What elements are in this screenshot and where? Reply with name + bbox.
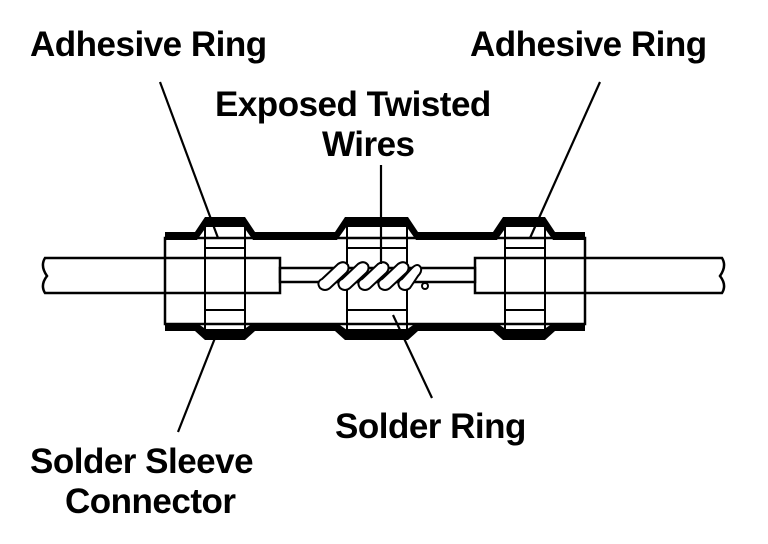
label-exposed-twisted: Exposed Twisted bbox=[215, 85, 491, 124]
right-cable bbox=[473, 256, 726, 295]
leader-adhesive-left bbox=[158, 81, 220, 239]
label-connector: Connector bbox=[65, 482, 236, 521]
left-cable bbox=[41, 256, 282, 295]
label-solder-sleeve: Solder Sleeve bbox=[30, 442, 254, 481]
sleeve-bottom-band bbox=[165, 323, 585, 340]
leader-solder-ring bbox=[392, 314, 433, 399]
leader-adhesive-right bbox=[528, 81, 602, 239]
leader-sleeve bbox=[176, 337, 217, 433]
label-solder-ring: Solder Ring bbox=[335, 407, 526, 446]
label-wires: Wires bbox=[322, 125, 415, 164]
label-adhesive-ring-right: Adhesive Ring bbox=[470, 25, 707, 64]
label-adhesive-ring-left: Adhesive Ring bbox=[30, 25, 267, 64]
sleeve-top-band bbox=[165, 217, 585, 240]
twisted-wires bbox=[317, 261, 429, 291]
